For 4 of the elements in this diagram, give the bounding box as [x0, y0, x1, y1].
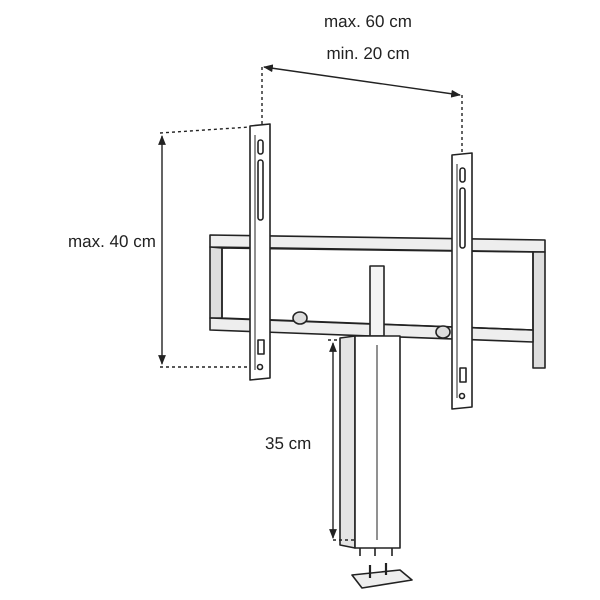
dimension-label: max. 40 cm [68, 232, 156, 252]
dimension-label: max. 60 cm [324, 12, 412, 32]
dimension-label: 35 cm [265, 434, 312, 454]
dimension-label: min. 20 cm [326, 44, 410, 64]
